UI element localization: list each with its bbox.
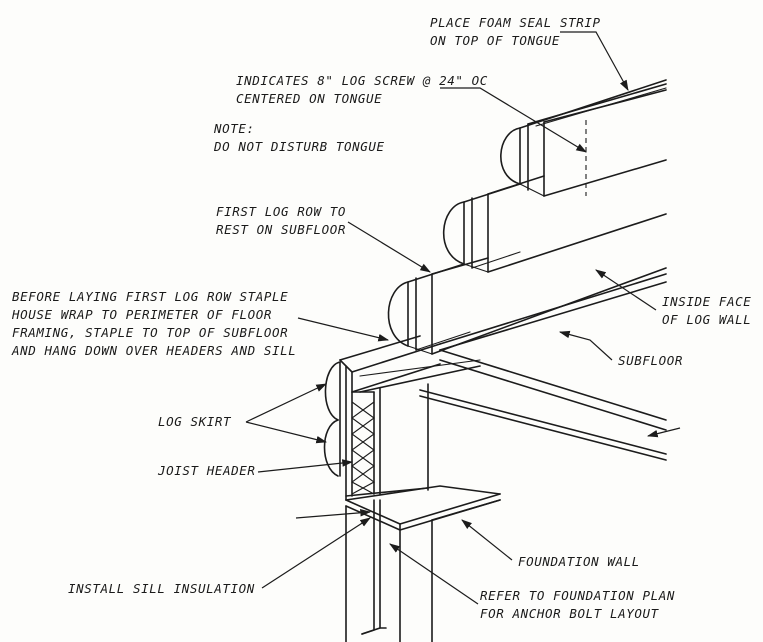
label-foundation-wall: FOUNDATION WALL: [518, 553, 640, 571]
label-log-skirt: LOG SKIRT: [158, 413, 231, 431]
label-foam-seal: PLACE FOAM SEAL STRIP ON TOP OF TONGUE: [430, 14, 601, 50]
joist-header: [345, 383, 429, 497]
label-note-line-1: NOTE:: [214, 121, 255, 136]
label-subfloor-text: SUBFLOOR: [618, 353, 684, 368]
label-house-wrap-line-4: AND HANG DOWN OVER HEADERS AND SILL: [12, 343, 297, 358]
label-log-skirt-text: LOG SKIRT: [158, 414, 232, 429]
label-house-wrap-line-2: HOUSE WRAP TO PERIMETER OF FLOOR: [12, 307, 273, 322]
leader-sill: [261, 509, 372, 589]
subfloor-assembly: [339, 273, 667, 461]
label-foundation-plan-line-1: REFER TO FOUNDATION PLAN: [480, 588, 676, 603]
label-sill-insulation-text: INSTALL SILL INSULATION: [68, 581, 255, 596]
anchor-bolt: [361, 499, 387, 635]
leader-subfloor-joist: [646, 427, 681, 438]
leader-foundation-wall: [461, 519, 513, 561]
label-foundation-plan: REFER TO FOUNDATION PLAN FOR ANCHOR BOLT…: [480, 587, 675, 623]
foundation-wall: [345, 499, 501, 642]
label-house-wrap-line-1: BEFORE LAYING FIRST LOG ROW STAPLE: [12, 289, 289, 304]
label-foundation-plan-line-2: FOR ANCHOR BOLT LAYOUT: [480, 606, 659, 621]
label-sill-insulation: INSTALL SILL INSULATION: [68, 580, 255, 598]
label-note-line-2: DO NOT DISTURB TONGUE: [214, 139, 385, 154]
leader-inside-face: [595, 269, 657, 311]
leader-log-skirt: [245, 383, 328, 444]
label-house-wrap-line-3: FRAMING, STAPLE TO TOP OF SUBFLOOR: [12, 325, 289, 340]
label-first-log-row-line-2: REST ON SUBFLOOR: [216, 222, 347, 237]
label-log-screw-line-1: INDICATES 8" LOG SCREW @ 24" OC: [236, 73, 488, 88]
label-joist-header: JOIST HEADER: [158, 462, 256, 480]
label-joist-header-text: JOIST HEADER: [158, 463, 256, 478]
leader-first-log-row: [347, 221, 431, 273]
label-inside-face-line-1: INSIDE FACE: [662, 294, 752, 309]
sill-plate: [345, 485, 501, 531]
label-subfloor: SUBFLOOR: [618, 352, 683, 370]
leader-subfloor: [558, 330, 613, 361]
log-course-top: [500, 79, 667, 197]
label-log-screw: INDICATES 8" LOG SCREW @ 24" OC CENTERED…: [236, 72, 488, 108]
label-inside-face-line-2: OF LOG WALL: [662, 312, 752, 327]
leader-joist-header: [257, 459, 354, 473]
leader-house-wrap: [297, 317, 390, 342]
label-foundation-wall-text: FOUNDATION WALL: [518, 554, 640, 569]
log-skirt: [323, 361, 347, 501]
label-first-log-row: FIRST LOG ROW TO REST ON SUBFLOOR: [216, 203, 346, 239]
label-first-log-row-line-1: FIRST LOG ROW TO: [216, 204, 347, 219]
log-course-middle: [442, 175, 667, 273]
label-inside-face: INSIDE FACE OF LOG WALL: [662, 293, 751, 329]
label-note: NOTE: DO NOT DISTURB TONGUE: [214, 120, 385, 156]
label-log-screw-line-2: CENTERED ON TONGUE: [236, 91, 383, 106]
leader-foundation-plan: [389, 543, 479, 605]
label-house-wrap: BEFORE LAYING FIRST LOG ROW STAPLE HOUSE…: [12, 288, 296, 360]
leader-foam-seal: [560, 31, 629, 91]
leader-log-screw: [440, 87, 587, 153]
label-foam-seal-line-1: PLACE FOAM SEAL STRIP: [430, 15, 601, 30]
log-course-first: [387, 257, 667, 355]
label-foam-seal-line-2: ON TOP OF TONGUE: [430, 33, 561, 48]
